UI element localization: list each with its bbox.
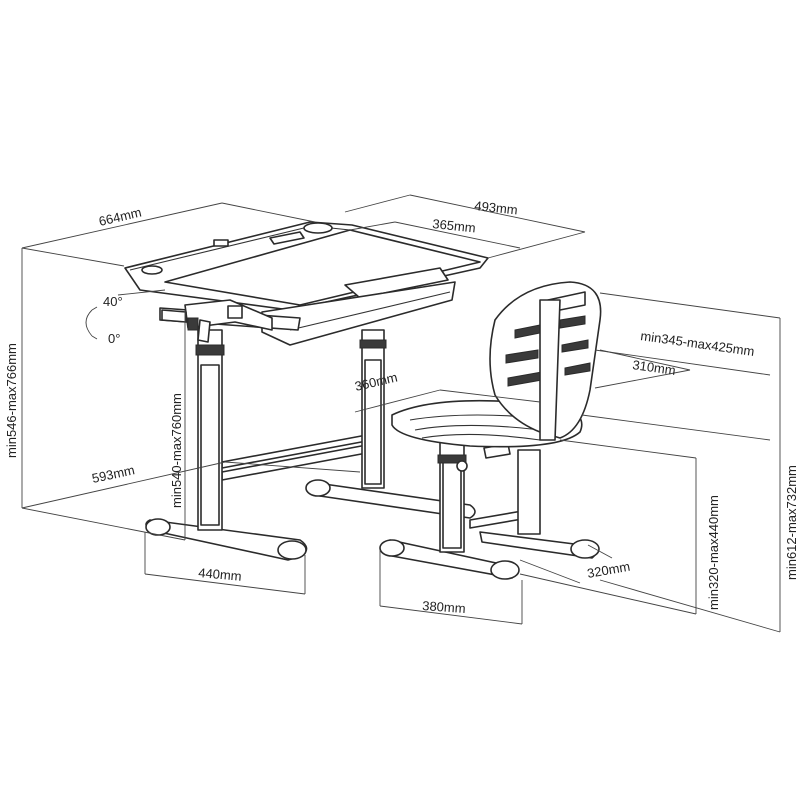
dimension-lines bbox=[21, 194, 781, 633]
desk-top bbox=[124, 221, 489, 311]
label-desk-depth: 493mm bbox=[474, 198, 519, 217]
chair-post bbox=[437, 429, 541, 553]
label-desk-base-depth: 593mm bbox=[91, 462, 137, 486]
desk bbox=[124, 221, 489, 561]
label-seat-width: 310mm bbox=[632, 357, 677, 378]
label-seat-height: min320-max440mm bbox=[706, 495, 721, 610]
desk-legs bbox=[195, 329, 387, 531]
label-desk-foot-width: 440mm bbox=[198, 565, 243, 584]
label-tray-width: 365mm bbox=[432, 216, 477, 235]
label-desk-height-outer: min546-max766mm bbox=[4, 343, 19, 458]
desk-base bbox=[145, 433, 476, 561]
tilt-mechanism bbox=[161, 299, 273, 343]
label-chair-foot-depth: 320mm bbox=[586, 559, 631, 581]
label-backrest-height: min345-max425mm bbox=[640, 328, 756, 359]
label-flat-angle: 0° bbox=[108, 331, 120, 346]
label-desk-width: 664mm bbox=[97, 205, 143, 229]
chair bbox=[379, 281, 602, 580]
label-desk-height-inner: min540-max760mm bbox=[169, 393, 184, 508]
label-chair-foot-width: 380mm bbox=[422, 598, 466, 616]
chair-base bbox=[379, 509, 600, 580]
label-chair-total-height: min612-max732mm bbox=[784, 465, 799, 580]
label-tilt-angle: 40° bbox=[103, 294, 123, 309]
